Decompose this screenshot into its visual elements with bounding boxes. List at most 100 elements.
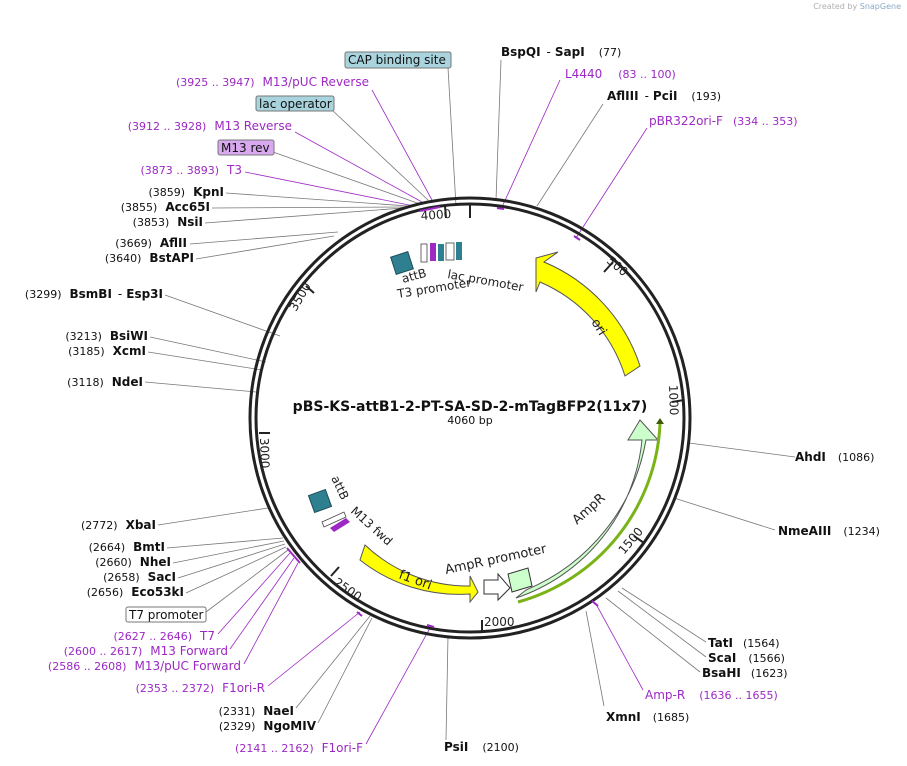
f1ori-f-name: F1ori-F [322, 741, 363, 755]
afliii-site-label[interactable]: AflIII-PciI(193) [607, 89, 721, 103]
tati-name: TatI [708, 636, 733, 650]
l4440-site-label[interactable]: L4440(83 .. 100) [565, 67, 676, 81]
ampr-promoter-arrow [483, 572, 511, 602]
m13-forward-site-label[interactable]: (2600 .. 2617) M13 Forward [64, 644, 228, 658]
attb-bottom-label: attB [328, 473, 351, 502]
m13puc-rev-site-label[interactable]: (3925 .. 3947)M13/pUC Reverse [176, 75, 369, 89]
xcmi-site-label[interactable]: (3185)XcmI [68, 344, 146, 358]
nmeaiii-site-label[interactable]: NmeAIII(1234) [778, 524, 880, 538]
m13puc-fwd-name: M13/pUC Forward [134, 659, 241, 673]
ahdi-leader-line [688, 442, 796, 458]
cap-binding-site-box[interactable] [344, 51, 452, 69]
ngomiv-name: NgoMIV [263, 719, 316, 733]
eco53ki-position: (2656) [87, 586, 124, 599]
bspqi-name: BspQI [501, 45, 541, 59]
bstapi-site-label[interactable]: (3640)BstAPI [105, 251, 194, 265]
t7-site-label[interactable]: (2627 .. 2646)T7 [113, 629, 215, 643]
bmti-position: (2664) [89, 541, 126, 554]
xmni-site-label[interactable]: XmnI(1685) [606, 710, 689, 724]
cap-leader-line [447, 67, 457, 207]
naei-position: (2331) [219, 705, 256, 718]
tati-site-label[interactable]: TatI (1564) [708, 636, 780, 650]
tati-position: (1564) [743, 637, 780, 650]
snapgene-logo-text: SnapGene [859, 2, 901, 11]
t7-promoter-label-box[interactable] [125, 606, 207, 623]
afliii-leader-line [536, 103, 604, 207]
pbr322-mark [573, 235, 581, 241]
bspqi-site-label[interactable]: BspQI-SapI(77) [501, 45, 621, 59]
nhei-position: (2660) [95, 556, 132, 569]
tick-label-4000: 4000 [420, 207, 451, 223]
m13puc-rev-leader-line [371, 89, 433, 201]
kpni-site-label[interactable]: (3859)KpnI [149, 185, 224, 199]
tick-4000 [444, 205, 447, 219]
cap-binding-site-label: CAP binding site [348, 53, 446, 67]
ndei-position: (3118) [67, 376, 104, 389]
nhei-leader-line [172, 540, 285, 564]
lac-operator-label-box[interactable] [255, 95, 335, 112]
f1ori-r-site-label[interactable]: (2353 .. 2372)F1ori-R [136, 681, 265, 695]
f1-ori-label: f1 ori [397, 568, 434, 594]
ahdi-site-label[interactable]: AhdI(1086) [795, 450, 874, 464]
m13-forward-position: (2600 .. 2617) [64, 645, 143, 658]
nmeaiii-leader-line [673, 497, 776, 531]
tick-3500 [305, 285, 315, 294]
nsii-site-label[interactable]: (3853)NsiI [133, 215, 203, 229]
aflii-site-label[interactable]: (3669) AflII [115, 236, 187, 250]
psti-site-label[interactable]: PsiI(2100) [444, 740, 519, 754]
ampr-primer-site-label[interactable]: Amp-R(1636 .. 1655) [645, 688, 778, 702]
cap-site-box [456, 242, 462, 260]
tick-1500 [633, 535, 645, 544]
xcmi-position: (3185) [68, 345, 105, 358]
aflii-position: (3669) [115, 237, 152, 250]
t3-site-label[interactable]: (3873 .. 3893)T3 [140, 163, 242, 177]
xbai-site-label[interactable]: (2772)XbaI [81, 518, 156, 532]
sapi-name: SapI [555, 45, 585, 59]
aflii-name: AflII [160, 236, 187, 250]
m13puc-fwd-site-label[interactable]: (2586 .. 2608)M13/pUC Forward [48, 659, 241, 673]
acc65i-leader-line [211, 206, 407, 209]
nmeaiii-position: (1234) [843, 525, 880, 538]
m13-fwd-primers-mark [286, 547, 301, 564]
bsmbi-leader-line [164, 294, 281, 337]
ori-feature-arrow [535, 251, 641, 377]
ndei-leader-line [144, 381, 257, 393]
ahdi-name: AhdI [795, 450, 826, 464]
naei-site-label[interactable]: (2331)NaeI [219, 704, 294, 718]
saci-site-label[interactable]: (2658)SacI [103, 570, 176, 584]
bsiwi-site-label[interactable]: (3213)BsiWI [65, 329, 148, 343]
bsmbi-site-label[interactable]: (3299)BsmBI-Esp3I [25, 287, 163, 301]
eco53ki-site-label[interactable]: (2656) Eco53kI [87, 585, 184, 599]
pbr322-site-label[interactable]: pBR322ori-F(334 .. 353) [649, 114, 798, 128]
ndei-site-label[interactable]: (3118)NdeI [67, 375, 143, 389]
kpni-position: (3859) [149, 186, 186, 199]
f1ori-f-site-label[interactable]: (2141 .. 2162)F1ori-F [235, 741, 363, 755]
bstapi-leader-line [195, 235, 335, 260]
acc65i-site-label[interactable]: (3855)Acc65I [121, 200, 210, 214]
scai-leader-line [617, 590, 707, 658]
xmni-leader-line [585, 610, 605, 707]
xbai-leader-line [157, 507, 269, 526]
m13-forward-name: M13 Forward [150, 644, 228, 658]
t3-leader-line [244, 171, 415, 207]
eco53ki-name: Eco53kI [131, 585, 184, 599]
m13-reverse-site-label[interactable]: (3912 .. 3928)M13 Reverse [128, 119, 292, 133]
m13-reverse-leader-line [294, 131, 423, 203]
nhei-site-label[interactable]: (2660)NheI [95, 555, 171, 569]
xmni-position: (1685) [653, 711, 690, 724]
m13-rev-label-box[interactable] [217, 139, 275, 156]
bsahi-site-label[interactable]: BsaHI(1623) [702, 666, 787, 680]
xbai-position: (2772) [81, 519, 118, 532]
bsmbi-name: BsmBI [70, 287, 112, 301]
lac-operator-box [438, 244, 444, 261]
t7-promoter-label: T7 promoter [128, 608, 204, 622]
bmti-site-label[interactable]: (2664)BmtI [89, 540, 165, 554]
ampr-label: AmpR [570, 491, 609, 528]
bsmbi-position: (3299) [25, 288, 62, 301]
ngomiv-site-label[interactable]: (2329)NgoMIV [219, 719, 317, 733]
bstapi-position: (3640) [105, 252, 142, 265]
scai-site-label[interactable]: ScaI(1566) [708, 651, 785, 665]
nsii-position: (3853) [133, 216, 170, 229]
m13-rev-primer-box [430, 243, 436, 261]
tick-label-3500: 3500 [286, 280, 313, 313]
